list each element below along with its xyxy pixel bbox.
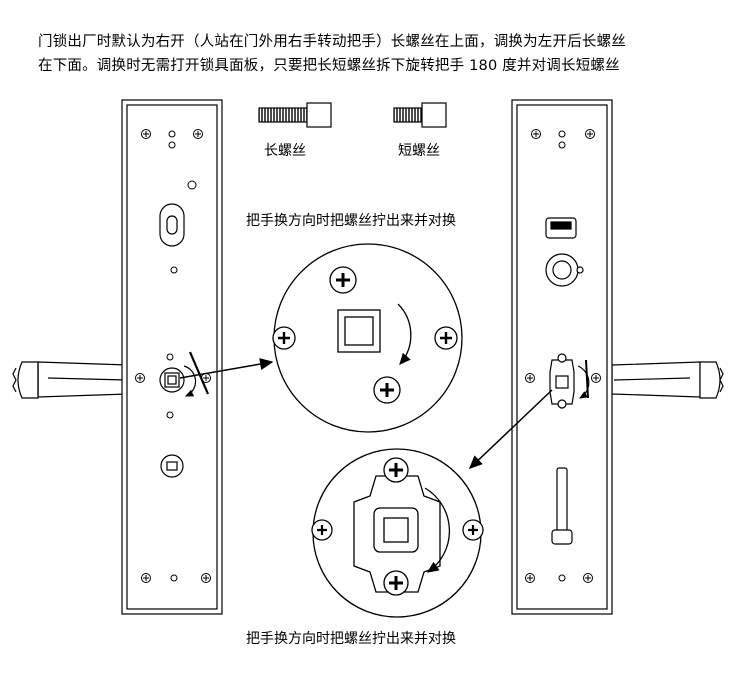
instruction-line-1: 门锁出厂时默认为右开（人站在门外用右手转动把手）长螺丝在上面，调换为左开后长螺丝 [38,34,626,50]
long-screw-label: 长螺丝 [264,143,306,159]
right-lever-slot [551,467,573,545]
right-cylinder [545,253,584,287]
right-plate-screws [525,129,601,583]
right-spindle-hub [549,353,590,409]
left-plate-screws [135,129,211,583]
right-card-reader [545,217,577,239]
detail-circle-bottom [311,448,484,618]
left-handle [12,361,129,399]
left-thumb-turn [160,454,184,478]
caption-top: 把手换方向时把螺丝拧出来并对换 [246,213,456,229]
pointer-arrows [179,358,553,470]
instruction-text: 门锁出厂时默认为右开（人站在门外用右手转动把手）长螺丝在上面，调换为左开后长螺丝… [38,30,718,78]
short-screw-label: 短螺丝 [398,143,440,159]
left-spindle-hub [159,351,210,397]
short-screw-icon [393,102,447,128]
right-handle [611,361,724,399]
right-plate-holes [558,130,566,582]
left-plate-holes [166,130,197,582]
instruction-line-2: 在下面。调换时无需打开锁具面板，只要把长短螺丝拆下旋转把手 180 度并对调长短… [38,58,620,74]
long-screw-icon [258,102,332,128]
detail-circle-top [272,243,463,433]
left-key-slot [159,203,185,247]
caption-bottom: 把手换方向时把螺丝拧出来并对换 [246,631,456,647]
